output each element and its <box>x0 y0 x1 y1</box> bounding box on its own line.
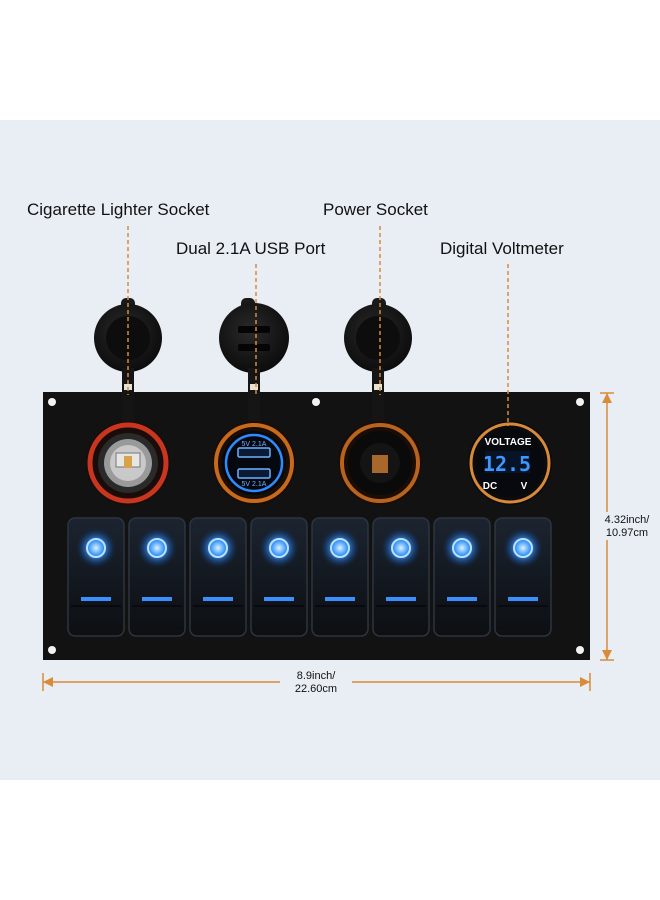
switch-led-icon <box>381 528 421 568</box>
switch-indicator-bar <box>325 597 355 601</box>
rocker-switch-row <box>67 517 552 637</box>
width-cm: 22.60cm <box>294 683 338 695</box>
rocker-switch[interactable] <box>67 517 125 637</box>
rocker-switch[interactable] <box>311 517 369 637</box>
rocker-switch[interactable] <box>250 517 308 637</box>
switch-indicator-bar <box>142 597 172 601</box>
switch-led-icon <box>198 528 238 568</box>
switch-led-icon <box>137 528 177 568</box>
dual-usb-port: 5V 2.1A 5V 2.1A <box>212 421 296 505</box>
cigarette-lighter-label: Cigarette Lighter Socket <box>27 200 210 219</box>
mount-hole <box>48 646 56 654</box>
usb-port-label: Dual 2.1A USB Port <box>176 239 326 258</box>
mount-hole <box>48 398 56 406</box>
voltmeter-unit: V <box>521 481 528 492</box>
switch-indicator-bar <box>508 597 538 601</box>
voltmeter-reading: 12.5 <box>483 452 531 476</box>
switch-led-icon <box>442 528 482 568</box>
mount-hole <box>312 398 320 406</box>
width-dimension-label: 8.9inch/ 22.60cm <box>283 670 349 696</box>
voltmeter-title: VOLTAGE <box>485 437 532 448</box>
rocker-switch[interactable] <box>128 517 186 637</box>
switch-indicator-bar <box>386 597 416 601</box>
switch-led-icon <box>259 528 299 568</box>
usb-label-bottom: 5V 2.1A <box>242 481 267 488</box>
cigarette-lighter-socket <box>86 421 170 505</box>
voltmeter-label: Digital Voltmeter <box>440 239 564 258</box>
switch-led-icon <box>503 528 543 568</box>
power-socket-cap <box>344 298 412 430</box>
switch-led-icon <box>76 528 116 568</box>
power-socket <box>338 421 422 505</box>
mount-hole <box>576 646 584 654</box>
leader-lines <box>127 226 509 426</box>
voltmeter-dc: DC <box>483 481 497 492</box>
height-cm: 10.97cm <box>605 527 649 539</box>
switch-panel-illustration: 5V 2.1A 5V 2.1A VOLTAGE 12.5 DC V <box>42 226 614 691</box>
rocker-switch[interactable] <box>189 517 247 637</box>
product-scene: Cigarette Lighter Socket Power Socket Du… <box>0 120 660 780</box>
power-socket-label: Power Socket <box>323 200 428 219</box>
switch-indicator-bar <box>264 597 294 601</box>
height-dimension-label: 4.32inch/ 10.97cm <box>595 514 659 540</box>
rocker-switch[interactable] <box>494 517 552 637</box>
height-inch: 4.32inch/ <box>604 514 650 526</box>
rocker-switch[interactable] <box>372 517 430 637</box>
switch-led-icon <box>320 528 360 568</box>
width-inch: 8.9inch/ <box>296 670 336 682</box>
rocker-switch[interactable] <box>433 517 491 637</box>
digital-voltmeter: VOLTAGE 12.5 DC V <box>468 421 552 505</box>
switch-indicator-bar <box>203 597 233 601</box>
usb-label-top: 5V 2.1A <box>242 441 267 448</box>
usb-port-cap <box>219 298 289 430</box>
switch-indicator-bar <box>447 597 477 601</box>
mount-hole <box>576 398 584 406</box>
switch-indicator-bar <box>81 597 111 601</box>
